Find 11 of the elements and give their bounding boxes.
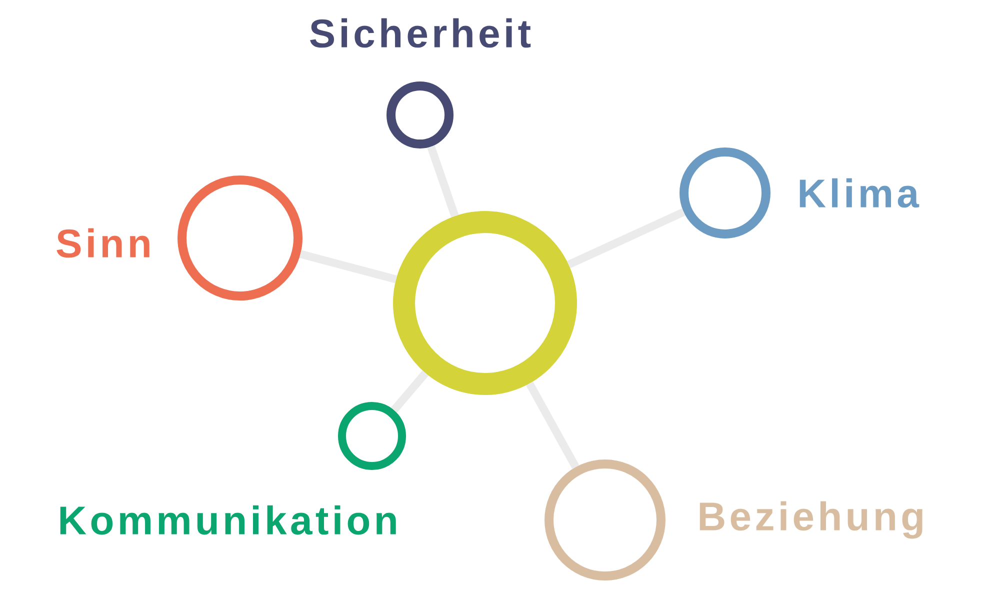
connector-line [390, 370, 428, 413]
node-label: Sicherheit [310, 18, 531, 48]
node-label: Kommunikation [60, 505, 396, 535]
connector-line [299, 250, 398, 284]
node-label: Beziehung [700, 501, 922, 539]
ring [393, 211, 577, 395]
connector-line [566, 208, 686, 268]
node-label: Klima [800, 178, 920, 208]
node-label: Sinn [56, 228, 150, 258]
connector-line [526, 382, 580, 469]
connector-line [427, 145, 459, 218]
